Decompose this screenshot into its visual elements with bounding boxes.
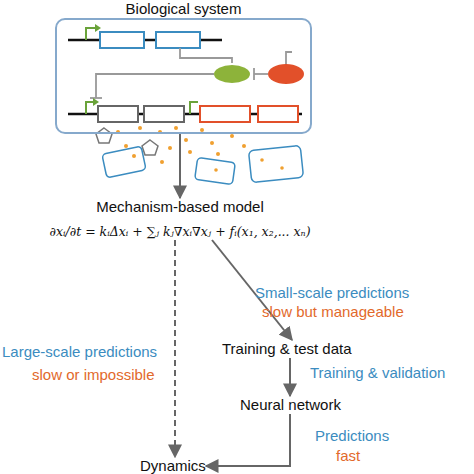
inhibition-wire <box>96 74 214 98</box>
system-box: Biological system <box>55 18 312 134</box>
promoter-head <box>95 24 101 32</box>
flow-arrow <box>289 358 291 396</box>
output-block: Dynamics <box>140 457 206 474</box>
edge-label: Small-scale predictions <box>255 284 409 302</box>
gene-box <box>200 106 250 122</box>
promoter-symbol <box>86 28 96 40</box>
cell-outline <box>248 145 303 182</box>
inhibition-bar <box>253 68 255 80</box>
edge-label: Predictions <box>315 427 389 445</box>
protein-ellipse <box>268 64 304 84</box>
promoter-symbol <box>190 102 198 114</box>
node-title: Training & test data <box>222 340 352 358</box>
gene-box <box>144 106 184 122</box>
edge-label: Training & validation <box>310 364 445 382</box>
cell-outline <box>195 157 236 184</box>
signal-dot <box>260 158 264 162</box>
flow-arrow <box>179 134 181 198</box>
speed-note: fast <box>336 447 360 465</box>
dashed-arrow <box>174 240 176 457</box>
cell-outline <box>102 146 146 178</box>
node-title: Biological system <box>57 0 310 17</box>
molecule-pentagon <box>96 128 112 143</box>
signal-dot <box>214 168 218 172</box>
molecule-pentagon <box>142 140 158 155</box>
node-title: Mechanism-based model <box>20 198 340 216</box>
signal-dot <box>280 166 284 170</box>
gene-box <box>100 32 144 48</box>
network-block: Neural network <box>240 396 341 414</box>
speed-note: slow or impossible <box>32 366 155 384</box>
model-block: Mechanism-based model ∂xᵢ/∂t = kᵢΔxᵢ + ∑ⱼ… <box>20 198 340 240</box>
protein-ellipse <box>214 65 250 83</box>
equation-text: ∂xᵢ/∂t = kᵢΔxᵢ + ∑ⱼ kⱼ∇xᵢ∇xⱼ + fᵢ(x₁, x₂… <box>20 224 340 240</box>
node-title: Neural network <box>240 396 341 414</box>
signal-dots <box>116 126 246 164</box>
gene-box <box>98 106 138 122</box>
gene-box <box>258 106 298 122</box>
node-title: Dynamics <box>140 457 206 474</box>
data-block: Training & test data <box>222 340 352 358</box>
gene-box <box>156 32 200 48</box>
inhibition-bar <box>90 97 102 99</box>
edge-label: Large-scale predictions <box>2 343 157 361</box>
regulation-wire <box>180 48 232 63</box>
regulation-wire <box>286 52 292 64</box>
inhibition-wire <box>254 73 268 75</box>
promoter-symbol <box>86 102 94 114</box>
promoter-head <box>93 98 99 106</box>
speed-note: slow but manageable <box>262 303 404 321</box>
flow-arrow <box>206 414 290 466</box>
